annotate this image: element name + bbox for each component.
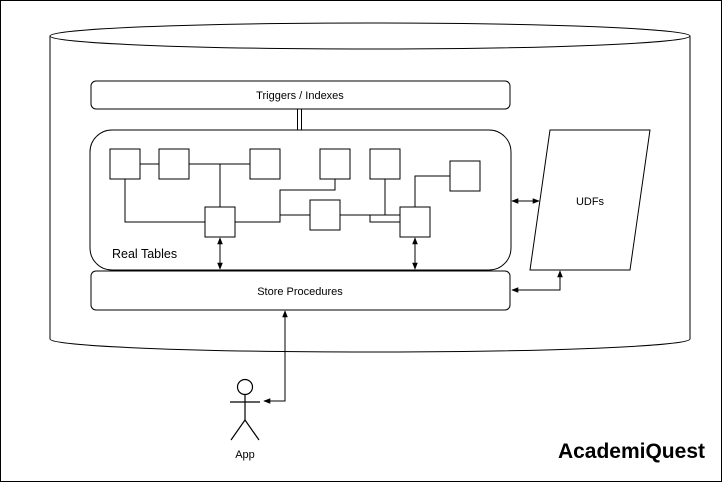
table-relations xyxy=(124,163,450,223)
relation-line xyxy=(369,215,400,223)
table-node xyxy=(319,148,351,180)
relation-line xyxy=(414,175,450,207)
table-node xyxy=(399,206,431,238)
app-procedures-arrow xyxy=(263,310,288,404)
store-procedures-box xyxy=(90,270,511,311)
procedures-udfs-arrow xyxy=(511,270,563,293)
table-node xyxy=(369,148,401,180)
store-procedures-label: Store Procedures xyxy=(257,286,343,298)
triggers-indexes-label: Triggers / Indexes xyxy=(256,90,344,102)
relation-line xyxy=(124,179,205,223)
table-node xyxy=(249,148,281,180)
relation-line xyxy=(235,179,336,223)
app-label: App xyxy=(235,449,255,461)
table-node xyxy=(309,199,341,231)
udfs-box xyxy=(529,129,651,271)
table-node xyxy=(109,148,141,180)
table-node xyxy=(158,148,190,180)
real-tables-label: Real Tables xyxy=(112,247,177,261)
app-actor-icon xyxy=(230,378,260,441)
brand-logo-text: AcademiQuest xyxy=(558,440,705,463)
table-node xyxy=(449,160,481,192)
udfs-label: UDFs xyxy=(576,196,605,208)
triggers-indexes-box xyxy=(90,80,511,110)
table-node xyxy=(204,206,236,238)
